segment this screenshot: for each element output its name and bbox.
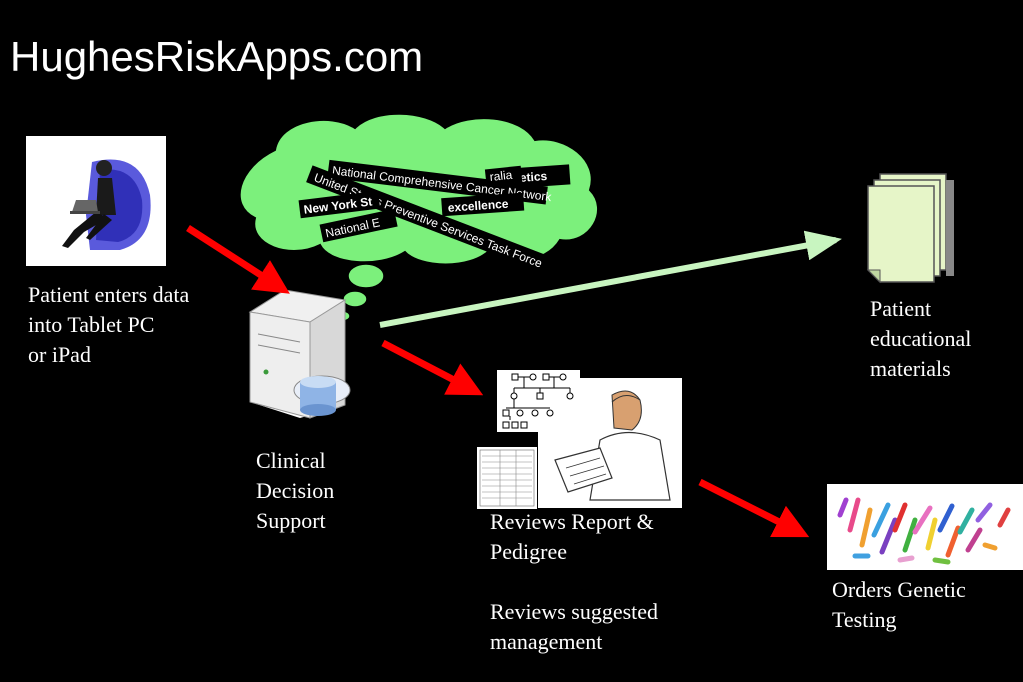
nurse-report-group: [477, 370, 682, 509]
nurse-clipboard-icon: [554, 390, 671, 501]
svg-text:excellence: excellence: [447, 197, 509, 215]
document-stack-icon: [866, 173, 954, 284]
label-orders-genetic-testing: Orders Genetic Testing: [832, 577, 966, 632]
label-reviews-management: Reviews suggested management: [490, 599, 659, 654]
server-database-icon: [248, 289, 351, 419]
guideline-tag-etics: etics: [513, 164, 571, 189]
arrow-patient-to-cds: [186, 225, 290, 294]
arrow-nurse-to-genetic: [698, 478, 810, 538]
report-form-icon: [477, 447, 537, 509]
guidelines-cloud: National Comprehensive Cancer Network et…: [238, 112, 600, 322]
label-reviews-report: Reviews Report & Pedigree: [490, 509, 654, 564]
svg-text:ralia: ralia: [489, 168, 513, 184]
woman-laptop-icon: [26, 136, 166, 266]
arrow-cds-to-nurse: [381, 339, 484, 396]
label-clinical-decision-support: Clinical Decision Support: [256, 448, 335, 533]
page-title: HughesRiskApps.com: [10, 33, 424, 80]
chromosomes-icon: [827, 484, 1023, 570]
svg-text:etics: etics: [519, 169, 548, 185]
arrow-cds-to-materials: [379, 230, 842, 328]
label-patient-materials: Patient educational materials: [870, 296, 972, 381]
guideline-tag-excellence: excellence: [441, 192, 525, 217]
guideline-tag-newyork: New York St: [298, 190, 381, 219]
pedigree-chart-icon: [497, 370, 580, 432]
label-patient-enters-data: Patient enters data into Tablet PC or iP…: [28, 282, 190, 367]
guideline-tag-ralia: ralia: [484, 165, 523, 186]
